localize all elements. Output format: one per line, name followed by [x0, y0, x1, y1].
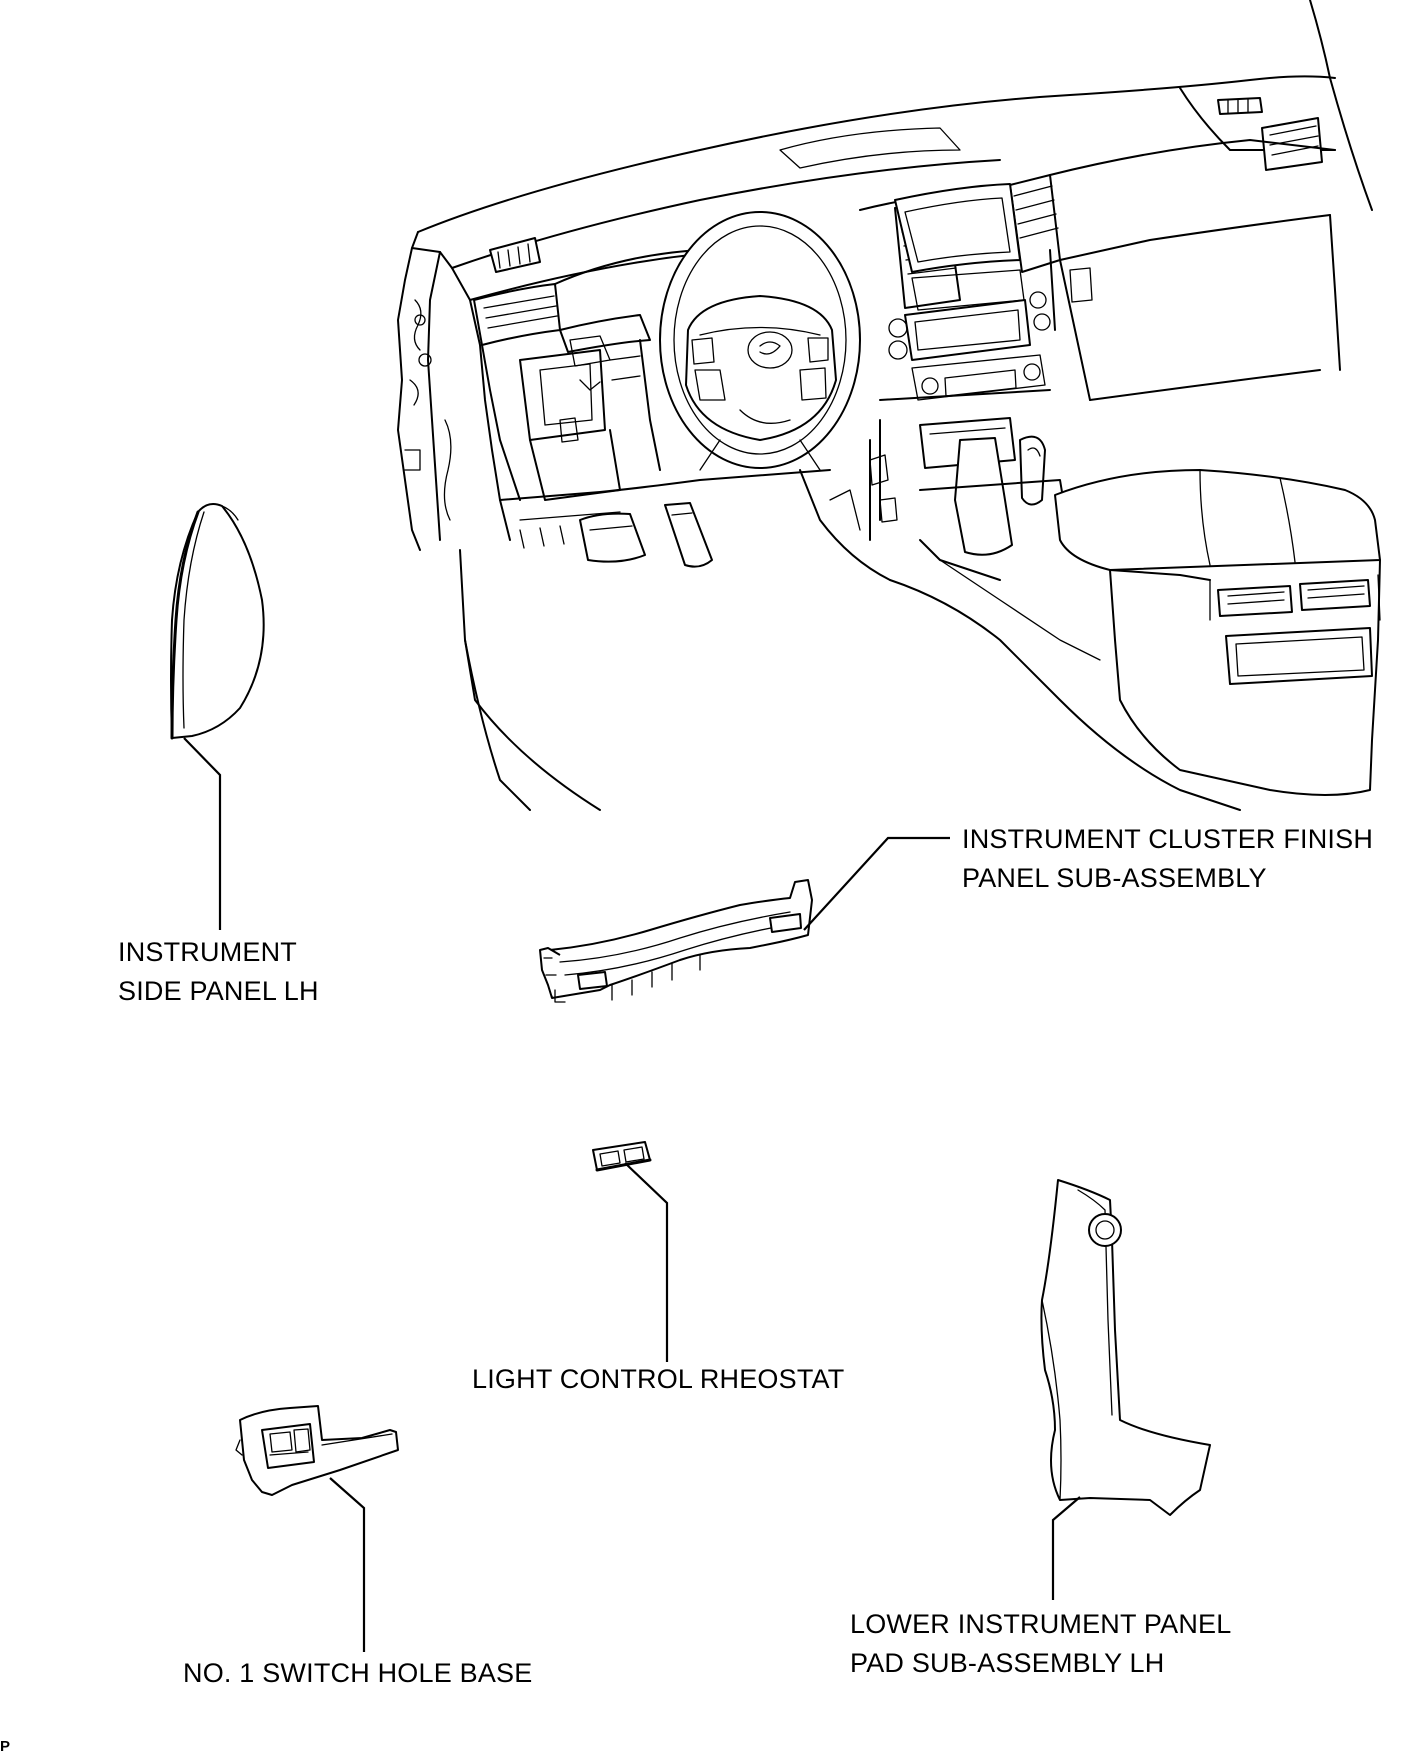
no1-switch-hole-base-part — [235, 1405, 399, 1496]
label-line: INSTRUMENT — [118, 937, 297, 967]
label-line: PAD SUB-ASSEMBLY LH — [850, 1648, 1165, 1678]
leader-lines — [183, 737, 1081, 1652]
instrument-cluster-finish-panel-part — [539, 879, 813, 1003]
center-console — [1054, 469, 1381, 796]
label-line: NO. 1 SWITCH HOLE BASE — [183, 1658, 533, 1688]
part-code: P — [0, 1738, 11, 1755]
label-line: PANEL SUB-ASSEMBLY — [962, 863, 1267, 893]
lower-instrument-panel-pad-lh-part — [1040, 1179, 1211, 1516]
label-instrument-cluster-finish-panel: INSTRUMENT CLUSTER FINISH PANEL SUB-ASSE… — [962, 820, 1373, 898]
label-line: LOWER INSTRUMENT PANEL — [850, 1609, 1232, 1639]
label-instrument-side-panel-lh: INSTRUMENT SIDE PANEL LH — [118, 933, 319, 1011]
label-line: SIDE PANEL LH — [118, 976, 319, 1006]
leader-instrument-side-panel — [183, 737, 222, 930]
steering-wheel — [659, 211, 861, 471]
leader-light-control-rheostat — [624, 1162, 669, 1362]
label-no1-switch-hole-base: NO. 1 SWITCH HOLE BASE — [183, 1654, 532, 1693]
light-control-rheostat-part — [592, 1141, 652, 1172]
label-line: LIGHT CONTROL RHEOSTAT — [472, 1364, 845, 1394]
label-line: INSTRUMENT CLUSTER FINISH — [962, 824, 1374, 854]
leader-switch-hole-base — [329, 1477, 366, 1652]
label-lower-instrument-panel-pad-lh: LOWER INSTRUMENT PANEL PAD SUB-ASSEMBLY … — [850, 1605, 1231, 1683]
leader-cluster-finish-panel — [803, 836, 950, 931]
label-light-control-rheostat: LIGHT CONTROL RHEOSTAT — [472, 1360, 844, 1399]
instrument-side-panel-lh-part — [170, 503, 265, 740]
dashboard-assembly — [397, 0, 1381, 811]
leader-lower-panel-pad — [1051, 1496, 1081, 1600]
